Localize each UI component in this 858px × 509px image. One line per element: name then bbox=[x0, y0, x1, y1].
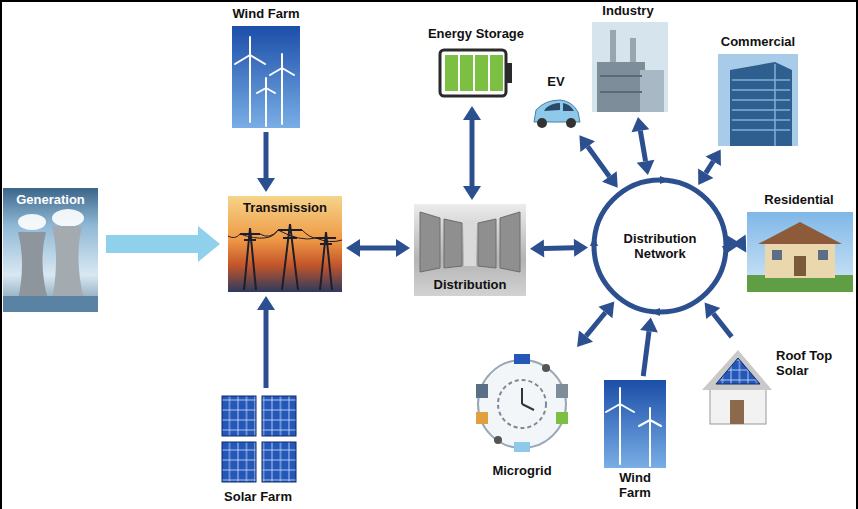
wind-farm-picture bbox=[604, 380, 666, 468]
node-label: Energy Storage bbox=[428, 26, 524, 41]
power-plant-picture bbox=[3, 188, 98, 312]
industry-picture bbox=[592, 22, 668, 112]
picture-box: Generation bbox=[3, 188, 98, 312]
picture-node: Energy Storage bbox=[418, 26, 534, 102]
residential-picture bbox=[747, 212, 853, 292]
distribution-picture bbox=[414, 204, 526, 296]
picture-node: Residential bbox=[745, 192, 853, 292]
flow-arrow bbox=[577, 302, 614, 347]
ev-picture bbox=[534, 100, 580, 128]
flow-arrow bbox=[530, 239, 588, 258]
node-label: Roof Top Solar bbox=[776, 348, 838, 378]
node-label: Transmission bbox=[243, 200, 327, 215]
picture-box: Transmission bbox=[228, 196, 342, 292]
flow-arrow bbox=[346, 239, 410, 257]
node-label: Distribution Network bbox=[608, 231, 712, 261]
node-label: EV bbox=[547, 74, 564, 89]
flow-arrow bbox=[257, 132, 275, 192]
battery-picture bbox=[440, 50, 512, 96]
picture-node: Commercial bbox=[712, 34, 804, 146]
node-label: Microgrid bbox=[492, 463, 551, 478]
picture-node: Industry bbox=[588, 3, 668, 113]
flow-arrow bbox=[632, 117, 655, 175]
solar-farm-picture bbox=[222, 396, 296, 482]
node-label: Residential bbox=[764, 192, 833, 207]
hub-circle: Distribution Network bbox=[590, 176, 730, 316]
roof-top-solar-picture bbox=[702, 350, 772, 424]
flow-arrow bbox=[640, 317, 658, 376]
microgrid-picture bbox=[476, 354, 568, 452]
picture-node: Solar Farm bbox=[212, 392, 304, 504]
node-label: Distribution bbox=[434, 277, 507, 292]
picture-node: Wind Farm bbox=[600, 380, 670, 500]
picture-node: Microgrid bbox=[468, 350, 576, 478]
supply-arrow bbox=[106, 226, 220, 262]
node-label: Solar Farm bbox=[224, 489, 292, 504]
picture-node: Wind Farm bbox=[228, 6, 304, 128]
node-label: Commercial bbox=[721, 34, 795, 49]
flow-arrow bbox=[705, 303, 734, 339]
node-label: Generation bbox=[16, 192, 85, 207]
picture-node: Roof Top Solar bbox=[698, 340, 838, 426]
flow-arrow bbox=[257, 296, 275, 388]
flow-arrow bbox=[698, 149, 721, 185]
picture-box: Distribution bbox=[414, 204, 526, 296]
flow-arrow bbox=[463, 106, 481, 200]
commercial-picture bbox=[718, 54, 798, 146]
picture-node: EV bbox=[530, 74, 582, 132]
flow-arrow bbox=[579, 135, 617, 188]
node-label: Wind Farm bbox=[613, 470, 657, 500]
flow-arrow bbox=[727, 235, 747, 254]
node-label: Industry bbox=[602, 3, 653, 18]
wind-farm-picture bbox=[232, 26, 300, 128]
transmission-picture bbox=[228, 196, 342, 292]
node-label: Wind Farm bbox=[232, 6, 299, 21]
